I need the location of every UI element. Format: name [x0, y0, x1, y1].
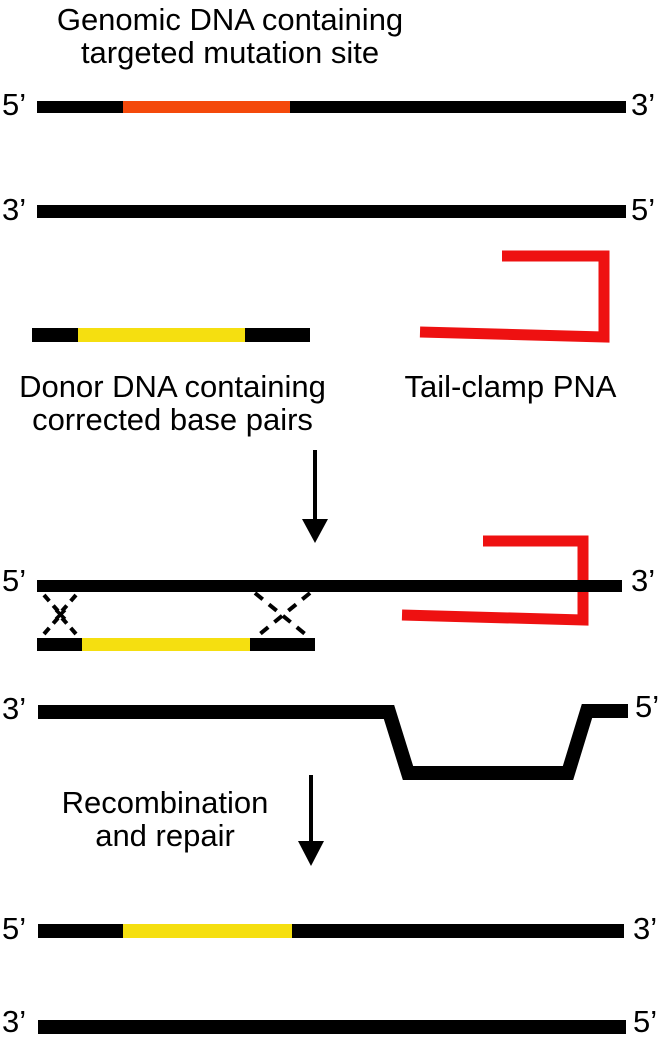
right-crossover-icon	[253, 591, 312, 640]
strand-segment	[38, 924, 123, 938]
diagram-title-line1: Genomic DNA containing	[56, 2, 404, 37]
donor-dna-label-line2: corrected base pairs	[32, 402, 313, 437]
invasion-top-left-end-label: 5’	[2, 563, 27, 598]
strand-segment	[37, 638, 82, 651]
corrected-bases-segment	[82, 638, 250, 651]
down-arrow2-head-icon	[298, 841, 324, 866]
genomic-top-strand	[37, 101, 626, 113]
donor-dna-strand	[32, 328, 310, 342]
genomic-bottom-right-end-label: 5’	[631, 192, 656, 227]
result-top-strand	[38, 924, 624, 938]
invasion-top-right-end-label: 3’	[631, 563, 656, 598]
step-label-line2: and repair	[95, 818, 235, 853]
genomic-top-left-end-label: 5’	[2, 87, 27, 122]
diagram-title-line2: targeted mutation site	[80, 35, 380, 70]
corrected-bases-segment	[78, 328, 245, 342]
corrected-bases-segment	[123, 924, 292, 938]
genomic-top-right-end-label: 3’	[631, 87, 656, 122]
result-bottom-right-end-label: 5’	[633, 1004, 658, 1039]
result-bottom-left-end-label: 3’	[2, 1004, 27, 1039]
result-top-right-end-label: 3’	[633, 911, 658, 946]
displaced-right-end-label: 5’	[635, 689, 660, 724]
strand-segment	[37, 205, 626, 218]
strand-segment	[32, 328, 78, 342]
donor-dna-label-line1: Donor DNA containing	[19, 369, 326, 404]
genomic-bottom-left-end-label: 3’	[2, 192, 27, 227]
down-arrow-head-icon	[302, 519, 328, 543]
invasion-donor-strand	[37, 638, 315, 651]
invasion-top-strand	[37, 580, 622, 592]
left-crossover-icon	[42, 593, 78, 636]
step-label-line1: Recombination	[61, 785, 269, 820]
genomic-bottom-strand	[37, 205, 626, 218]
displaced-strand-d-loop	[38, 704, 628, 780]
strand-segment	[290, 101, 626, 113]
displaced-left-end-label: 3’	[2, 691, 27, 726]
result-bottom-strand	[38, 1020, 626, 1034]
mutation-site-segment	[123, 101, 290, 113]
strand-segment	[292, 924, 624, 938]
tail-clamp-pna-label: Tail-clamp PNA	[404, 369, 617, 404]
result-top-left-end-label: 5’	[2, 911, 27, 946]
strand-segment	[38, 1020, 626, 1034]
strand-segment	[37, 580, 622, 592]
tail-clamp-pna-icon	[419, 250, 610, 343]
strand-segment	[250, 638, 315, 651]
strand-segment	[37, 101, 123, 113]
strand-segment	[245, 328, 310, 342]
